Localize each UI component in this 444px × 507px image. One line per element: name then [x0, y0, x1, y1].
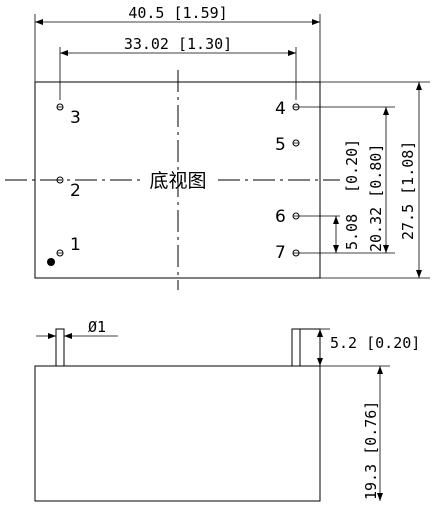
arrowhead: [288, 50, 296, 56]
arrowhead: [383, 245, 389, 253]
pin-6: 6: [275, 207, 300, 227]
pin-2-label: 2: [70, 181, 81, 201]
arrowhead: [317, 329, 323, 337]
arrowhead: [416, 82, 422, 90]
arrowhead: [416, 270, 422, 278]
arrowhead: [64, 333, 72, 339]
pin-1-label: 1: [70, 235, 81, 255]
pin-5-label: 5: [275, 135, 286, 155]
pin-diameter-label: Ø1: [88, 318, 106, 336]
arrowhead: [333, 245, 339, 253]
arrowhead: [312, 19, 320, 25]
arrowhead: [48, 333, 56, 339]
body-height-label: 19.3 [0.76]: [362, 401, 380, 500]
arrowhead: [317, 358, 323, 366]
arrowhead: [35, 19, 43, 25]
pin-7: 7: [275, 243, 300, 263]
pin-height-label: 5.2 [0.20]: [330, 334, 420, 352]
pin-4-label: 4: [275, 99, 286, 119]
pin-7-label: 7: [275, 243, 286, 263]
arrowhead: [333, 216, 339, 224]
overall-height-label: 27.5 [1.08]: [399, 141, 417, 240]
overall-width-label: 40.5 [1.59]: [128, 4, 227, 22]
pin-1-marker-dot: [47, 258, 55, 266]
pin-3-label: 3: [70, 108, 81, 128]
arrowhead: [383, 107, 389, 115]
pin-3: 3: [56, 103, 81, 128]
pin-5: 5: [275, 135, 300, 155]
pin-pitch-label: 5.08: [343, 214, 361, 250]
side-left-pin: [55, 328, 65, 367]
pin-row-span-label: 20.32 [0.80]: [367, 144, 385, 252]
pin-2: 2: [56, 176, 81, 201]
arrowhead: [377, 366, 383, 374]
arrowhead: [377, 493, 383, 501]
pin-pitch-inch-label: [0.20]: [343, 139, 361, 193]
view-label: 底视图: [149, 170, 206, 192]
side-right-pin-outer: [291, 328, 321, 367]
side-view-body: [34, 365, 321, 502]
pin-1: 1: [56, 235, 81, 257]
pin-6-label: 6: [275, 207, 286, 227]
pin-span-label: 33.02 [1.30]: [124, 35, 232, 53]
pin-4: 4: [275, 99, 300, 119]
arrowhead: [60, 50, 68, 56]
